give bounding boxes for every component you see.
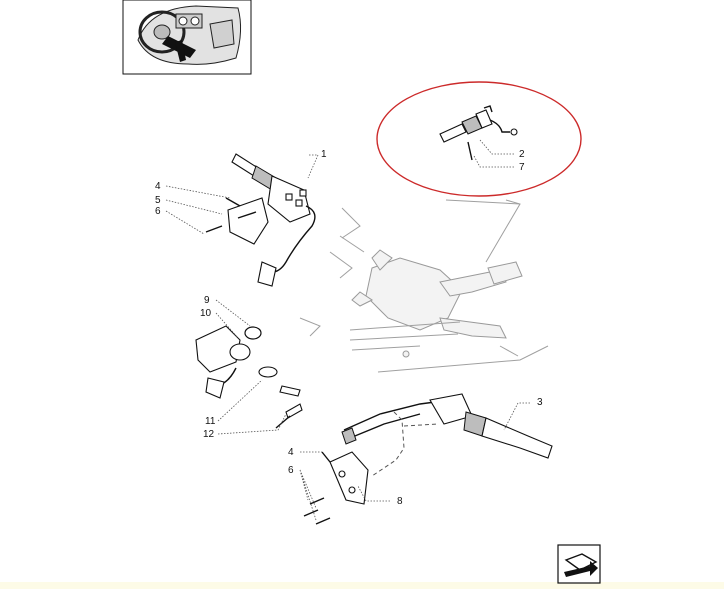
callout-1: 1: [321, 149, 327, 160]
next-page-arrow-icon[interactable]: [557, 544, 601, 584]
indicator-stalk-assembly[interactable]: [329, 393, 553, 505]
callout-5: 5: [155, 195, 161, 206]
callout-6-lower: 6: [288, 465, 294, 476]
callout-3: 3: [537, 397, 543, 408]
multifunction-switch-detail[interactable]: [439, 105, 518, 161]
callout-8: 8: [397, 496, 403, 507]
bracket-screws: [303, 451, 331, 525]
steering-column-ghost: [299, 199, 549, 373]
ignition-switch-assembly[interactable]: [195, 325, 303, 429]
callout-11: 11: [205, 416, 216, 427]
footer-band: [0, 582, 724, 589]
callout-4-lower: 4: [288, 447, 294, 458]
screw-5: [225, 197, 241, 207]
callout-7: 7: [519, 162, 525, 173]
callout-4: 4: [155, 181, 161, 192]
tractor-cab-dashboard-icon: [137, 5, 242, 65]
screw-6: [205, 225, 223, 233]
callout-6: 6: [155, 206, 161, 217]
callout-2: 2: [519, 149, 525, 160]
light-switch-assembly[interactable]: [227, 153, 316, 287]
callout-10: 10: [200, 308, 212, 319]
callout-12: 12: [203, 429, 215, 440]
callout-9: 9: [204, 295, 210, 306]
highlight-ellipse: [376, 81, 582, 197]
location-thumbnail[interactable]: [122, 0, 252, 75]
